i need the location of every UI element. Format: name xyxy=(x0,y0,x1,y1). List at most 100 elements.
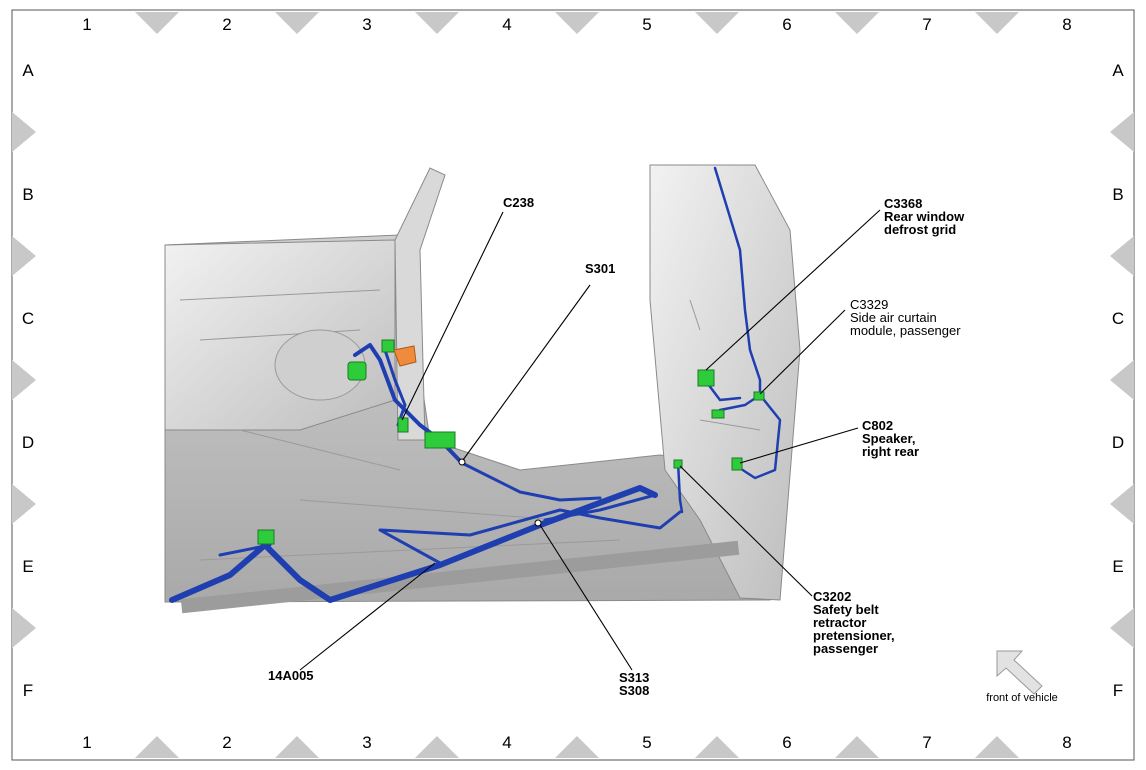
orange-component xyxy=(393,345,417,367)
grid-column-label-top: 1 xyxy=(82,15,91,34)
connector-c238 xyxy=(397,417,409,433)
grid-marker-top xyxy=(275,12,319,34)
grid-marker-bottom xyxy=(975,736,1019,758)
connector-block-floor xyxy=(424,431,456,449)
leader-lines xyxy=(299,209,881,671)
callout-line: C802 xyxy=(862,418,893,433)
connector-floor-left xyxy=(257,529,275,545)
grid-column-label-bottom: 5 xyxy=(642,733,651,752)
callout-c238: C238 xyxy=(503,195,534,210)
grid-column-label-bottom: 3 xyxy=(362,733,371,752)
connector-c3202 xyxy=(673,459,683,469)
grid-marker-bottom xyxy=(835,736,879,758)
connector-green-upper xyxy=(347,361,367,381)
grid-column-label-bottom: 1 xyxy=(82,733,91,752)
grid-row-label-left: D xyxy=(22,433,34,452)
grid-row-label-left: C xyxy=(22,309,34,328)
grid-column-label-bottom: 6 xyxy=(782,733,791,752)
callout-line: S301 xyxy=(585,261,615,276)
callout-line: Rear window xyxy=(884,209,965,224)
grid-marker-right xyxy=(1110,360,1134,400)
grid-marker-left xyxy=(12,484,36,524)
callout-line: Safety belt xyxy=(813,602,879,617)
connector-upper-right xyxy=(711,409,725,419)
callout-line: C3368 xyxy=(884,196,922,211)
grid-column-label-top: 5 xyxy=(642,15,651,34)
grid-marker-left xyxy=(12,608,36,648)
callout-s301: S301 xyxy=(585,261,615,276)
grid-row-label-left: E xyxy=(22,557,33,576)
grid-row-label-left: A xyxy=(22,61,34,80)
connector-green-small xyxy=(381,339,395,353)
grid-column-label-bottom: 2 xyxy=(222,733,231,752)
grid-column-label-bottom: 8 xyxy=(1062,733,1071,752)
callout-line: C238 xyxy=(503,195,534,210)
callout-line: retractor xyxy=(813,615,866,630)
connector-c802 xyxy=(731,457,743,471)
callout-line: Speaker, xyxy=(862,431,916,446)
callout-line: C3202 xyxy=(813,589,851,604)
grid-marker-right xyxy=(1110,236,1134,276)
grid-column-label-top: 6 xyxy=(782,15,791,34)
front-of-vehicle-indicator: front of vehicle xyxy=(986,650,1058,704)
callout-14a005: 14A005 xyxy=(268,668,314,683)
grid-marker-left xyxy=(12,236,36,276)
grid-marker-bottom xyxy=(275,736,319,758)
left-pillar xyxy=(394,167,446,441)
callout-line: 14A005 xyxy=(268,668,314,683)
callout-line: passenger xyxy=(813,641,878,656)
grid-marker-top xyxy=(135,12,179,34)
callout-line: S313 xyxy=(619,670,649,685)
grid-marker-bottom xyxy=(695,736,739,758)
grid-marker-right xyxy=(1110,112,1134,152)
grid-marker-left xyxy=(12,112,36,152)
grid-row-label-left: F xyxy=(23,681,33,700)
connectors xyxy=(257,339,765,545)
grid-marker-right xyxy=(1110,608,1134,648)
grid-column-label-top: 8 xyxy=(1062,15,1071,34)
grid-column-label-top: 3 xyxy=(362,15,371,34)
right-pillar-panel xyxy=(649,164,801,601)
grid-marker-bottom xyxy=(135,736,179,758)
grid-marker-top xyxy=(835,12,879,34)
grid-column-label-top: 4 xyxy=(502,15,511,34)
grid-row-label-right: E xyxy=(1112,557,1123,576)
callout-line: C3329 xyxy=(850,297,888,312)
grid-marker-bottom xyxy=(415,736,459,758)
grid-row-label-right: F xyxy=(1113,681,1123,700)
grid-column-label-bottom: 4 xyxy=(502,733,511,752)
grid-column-label-top: 7 xyxy=(922,15,931,34)
callout-line: defrost grid xyxy=(884,222,956,237)
grid-marker-top xyxy=(975,12,1019,34)
grid-marker-bottom xyxy=(555,736,599,758)
grid-marker-right xyxy=(1110,484,1134,524)
grid-row-label-right: B xyxy=(1112,185,1123,204)
callout-line: Side air curtain xyxy=(850,310,937,325)
arrow-up-left-icon xyxy=(996,650,1043,695)
grid-marker-top xyxy=(415,12,459,34)
callout-line: module, passenger xyxy=(850,323,961,338)
grid-marker-top xyxy=(695,12,739,34)
grid-row-label-right: C xyxy=(1112,309,1124,328)
splice-s301 xyxy=(458,458,466,466)
grid-column-label-bottom: 7 xyxy=(922,733,931,752)
callout-line: pretensioner, xyxy=(813,628,895,643)
callout-line: right rear xyxy=(862,444,919,459)
splice-s313 xyxy=(534,519,542,527)
connector-c3368 xyxy=(697,369,715,387)
grid-row-label-left: B xyxy=(22,185,33,204)
front-of-vehicle-label: front of vehicle xyxy=(986,692,1058,704)
grid-row-label-right: A xyxy=(1112,61,1124,80)
callout-line: S308 xyxy=(619,683,649,698)
connector-c3329 xyxy=(753,391,765,401)
grid-column-label-top: 2 xyxy=(222,15,231,34)
panel-detail-lines xyxy=(179,289,761,561)
